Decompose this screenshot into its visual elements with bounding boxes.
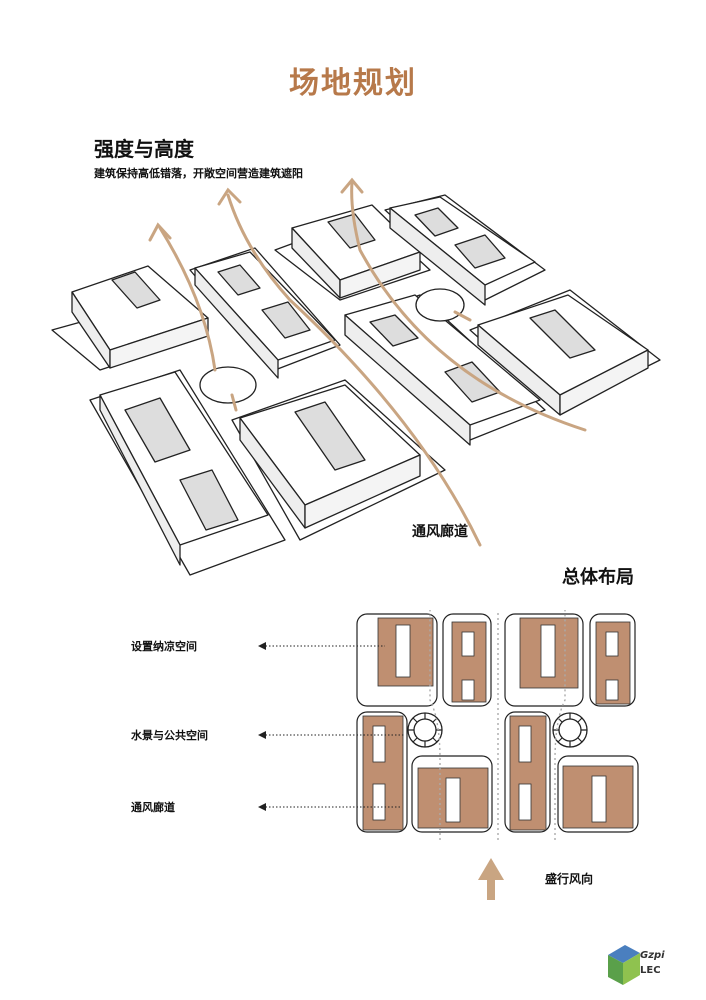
- courtyard-6: [445, 777, 461, 823]
- courtyard-1: [395, 624, 411, 678]
- legend-label-3: 通风廊道: [131, 801, 175, 814]
- building-block-1: [51, 265, 209, 371]
- courtyard-5b: [372, 783, 386, 821]
- logo-text-line2: LEC: [640, 965, 661, 976]
- courtyard-4b: [605, 679, 619, 701]
- building-block-5: [274, 204, 431, 301]
- building-block-2: [89, 369, 286, 576]
- building-block-6: [384, 194, 546, 306]
- logo-text-line1: Gzpi: [640, 950, 665, 961]
- building-block-3: [189, 247, 341, 379]
- wind-arrows: [148, 177, 587, 547]
- corridor-label: 通风廊道: [412, 524, 468, 540]
- page-title: 场地规划: [289, 66, 417, 101]
- axonometric-heading: 强度与高度: [94, 137, 194, 161]
- prevailing-wind-arrow: [478, 858, 504, 900]
- courtyard-3: [540, 624, 556, 678]
- courtyard-7a: [518, 725, 532, 763]
- axonometric-description: 建筑保持高低错落，开敞空间营造建筑遮阳: [94, 167, 303, 180]
- wind-direction-label: 盛行风向: [545, 872, 594, 886]
- courtyard-2b: [461, 679, 475, 701]
- building-block-4: [231, 379, 446, 541]
- building-block-8: [469, 289, 661, 416]
- courtyard-2a: [461, 631, 475, 657]
- legend-label-1: 设置纳凉空间: [131, 640, 197, 653]
- courtyard-8: [591, 775, 607, 823]
- courtyard-7b: [518, 783, 532, 821]
- legend-label-2: 水景与公共空间: [131, 729, 208, 742]
- plan-heading: 总体布局: [562, 567, 634, 588]
- courtyard-4a: [605, 631, 619, 657]
- building-block-7: [344, 294, 546, 446]
